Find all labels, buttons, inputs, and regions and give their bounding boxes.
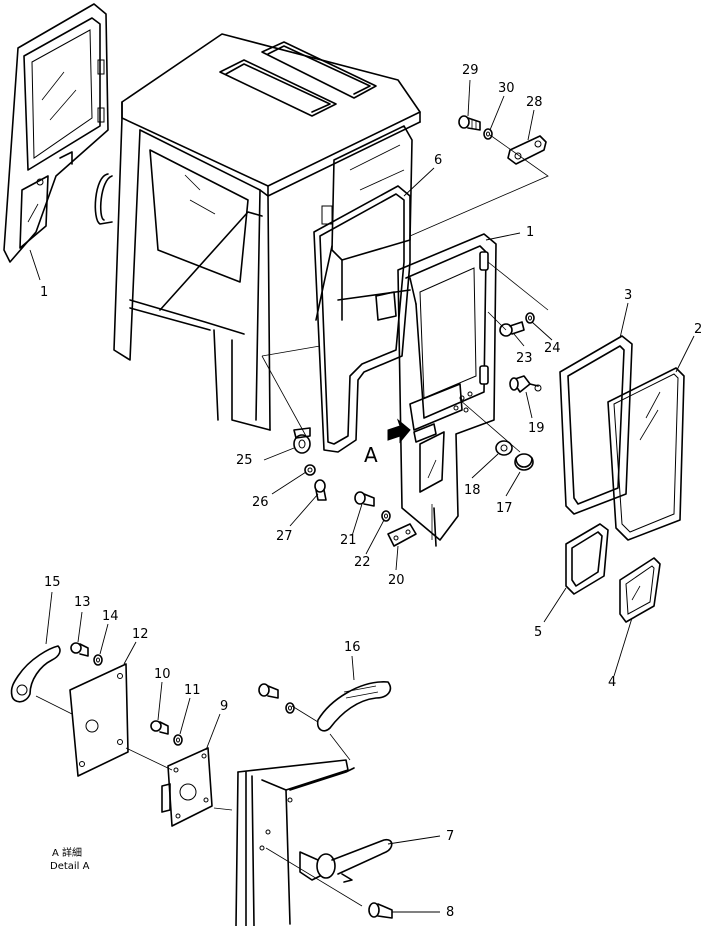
washer-16b xyxy=(285,702,295,714)
callout-21: 21 xyxy=(340,533,357,548)
callout-17: 17 xyxy=(496,501,513,516)
callout-25: 25 xyxy=(236,453,253,468)
bolt-16a xyxy=(258,683,279,699)
detail-caption-en: Detail A xyxy=(50,861,90,872)
left-door-assembly xyxy=(3,3,109,263)
nut-18 xyxy=(495,440,513,456)
small-seal-5 xyxy=(565,523,609,595)
washer-22 xyxy=(381,510,391,522)
bolt-23 xyxy=(499,321,525,337)
right-door-assembly xyxy=(397,233,497,547)
washer-27 xyxy=(304,464,316,476)
callout-12: 12 xyxy=(132,627,149,642)
callout-27: 27 xyxy=(276,529,293,544)
handle-7 xyxy=(299,838,393,883)
callout-29: 29 xyxy=(462,63,479,78)
window-seal-3 xyxy=(559,335,633,515)
callout-6: 6 xyxy=(434,153,442,168)
ball-25 xyxy=(293,427,311,454)
callout-13: 13 xyxy=(74,595,91,610)
washer-14 xyxy=(93,654,103,666)
door-edge-panel xyxy=(235,759,355,926)
plate-20 xyxy=(387,523,417,547)
bolt-21 xyxy=(354,491,375,507)
detail-caption-jp: A 詳細 xyxy=(52,846,82,859)
stopper-19 xyxy=(509,375,542,393)
callout-3: 3 xyxy=(624,288,632,303)
callout-15: 15 xyxy=(44,575,61,590)
callout-18: 18 xyxy=(464,483,481,498)
callout-20: 20 xyxy=(388,573,405,588)
callout-2: 2 xyxy=(694,322,702,337)
callout-30: 30 xyxy=(498,81,515,96)
view-marker-label: A xyxy=(364,443,378,467)
callout-23: 23 xyxy=(516,351,533,366)
callout-9: 9 xyxy=(220,699,228,714)
callout-4: 4 xyxy=(608,675,616,690)
bolt-26 xyxy=(314,479,327,501)
cap-17 xyxy=(514,453,534,471)
callout-8: 8 xyxy=(446,905,454,920)
plate-28 xyxy=(507,135,547,165)
washer-11 xyxy=(173,734,183,746)
plate-12 xyxy=(69,663,129,777)
view-arrow-a xyxy=(387,418,411,444)
lock-plate-9 xyxy=(161,747,213,827)
screw-8 xyxy=(368,902,393,919)
callout-14: 14 xyxy=(102,609,119,624)
callout-11: 11 xyxy=(184,683,201,698)
callout-1-right: 1 xyxy=(526,225,534,240)
screw-13 xyxy=(70,642,89,657)
door-seal xyxy=(313,185,411,453)
grip-handle-16 xyxy=(316,681,392,732)
bolt-29 xyxy=(458,115,481,131)
leader-lines xyxy=(29,79,695,913)
callout-22: 22 xyxy=(354,555,371,570)
callout-1-left: 1 xyxy=(40,285,48,300)
callout-26: 26 xyxy=(252,495,269,510)
callout-labels: 1 1 2 3 4 5 6 7 8 9 10 11 12 13 14 15 16… xyxy=(40,63,702,920)
callout-16: 16 xyxy=(344,640,361,655)
callout-28: 28 xyxy=(526,95,543,110)
callout-5: 5 xyxy=(534,625,542,640)
washer-30 xyxy=(483,128,493,140)
callout-7: 7 xyxy=(446,829,454,844)
callout-24: 24 xyxy=(544,341,561,356)
washer-24 xyxy=(525,312,535,324)
callout-10: 10 xyxy=(154,667,171,682)
cab-body xyxy=(94,33,421,431)
handle-15 xyxy=(10,645,61,703)
small-glass-4 xyxy=(619,557,661,623)
window-glass-2 xyxy=(607,367,685,541)
callout-19: 19 xyxy=(528,421,545,436)
screw-10 xyxy=(150,720,169,735)
